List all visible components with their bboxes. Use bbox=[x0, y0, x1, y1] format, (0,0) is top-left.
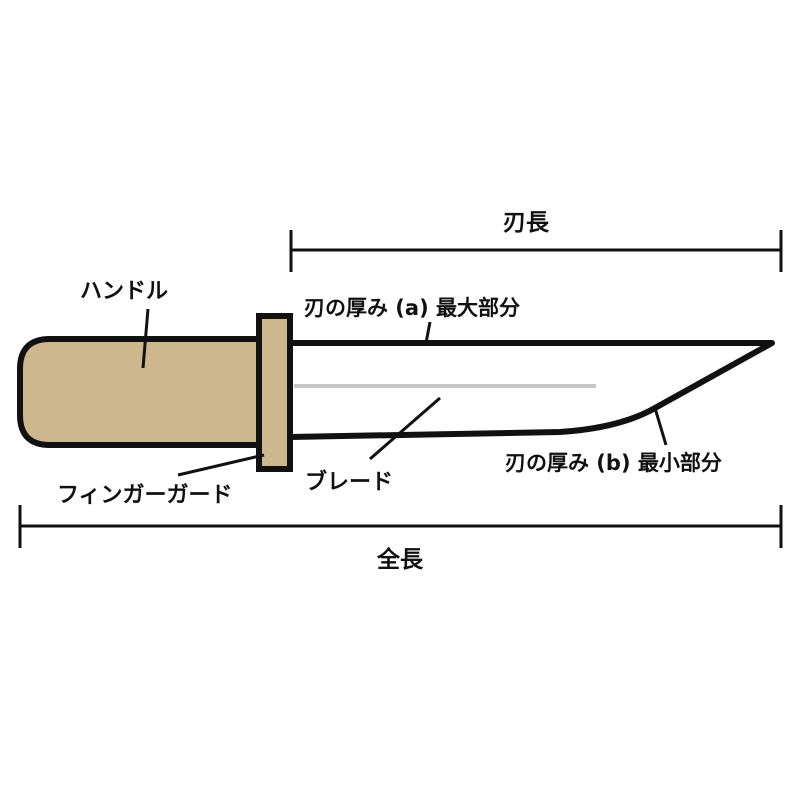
thickness-max-label: 刃の厚み (a) 最大部分 bbox=[304, 296, 520, 320]
handle-label: ハンドル bbox=[80, 279, 168, 304]
blade-length-label: 刃長 bbox=[503, 210, 550, 236]
handle bbox=[17, 336, 266, 448]
thickness-min-leader-line bbox=[653, 407, 668, 446]
blade bbox=[287, 340, 775, 440]
handle-leader-line bbox=[141, 308, 150, 369]
finger-guard bbox=[256, 313, 293, 472]
blade-label: ブレード bbox=[305, 469, 393, 495]
finger-guard-leader-line bbox=[177, 453, 265, 477]
overall-length-dimension: 全長 bbox=[18, 505, 783, 573]
thickness-min-label: 刃の厚み (b) 最小部分 bbox=[505, 451, 722, 475]
finger-guard-label: フィンガーガード bbox=[57, 483, 233, 508]
overall-length-label: 全長 bbox=[376, 546, 424, 573]
blade-leader-line bbox=[369, 396, 441, 461]
thickness-max-leader-line bbox=[424, 321, 432, 344]
blade-length-dimension: 刃長 bbox=[289, 210, 783, 272]
